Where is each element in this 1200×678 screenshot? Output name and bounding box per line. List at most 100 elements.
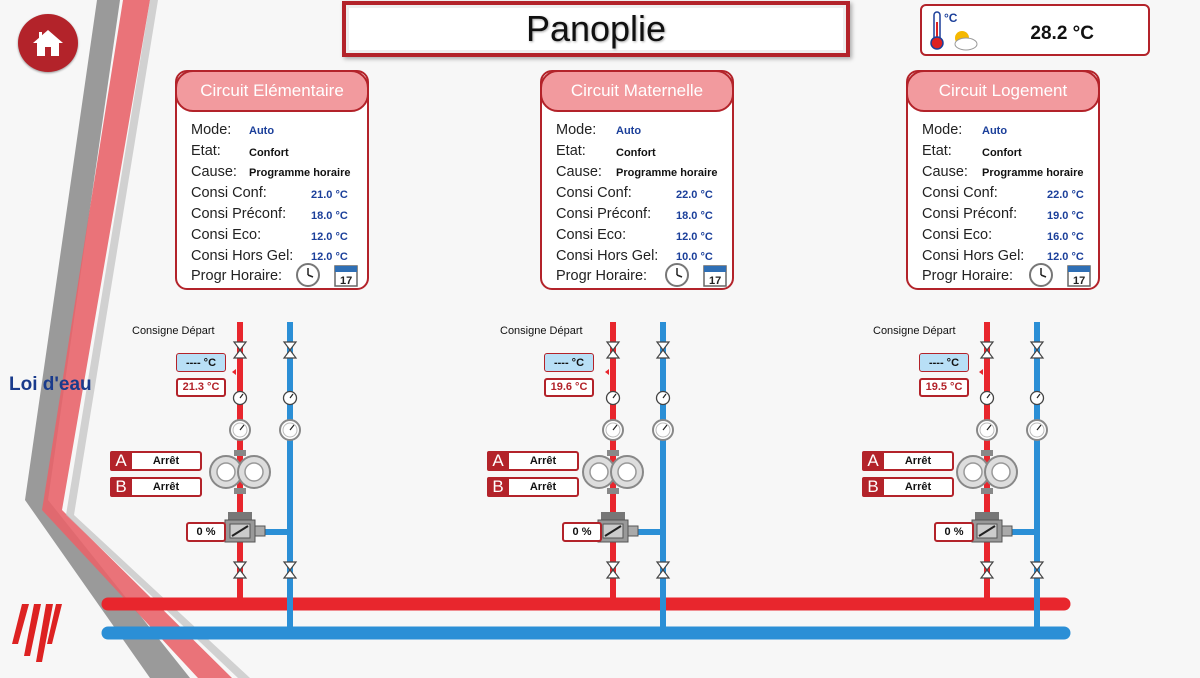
page-title: Panoplie	[525, 8, 667, 49]
pump-b-status: Arrêt	[904, 481, 932, 493]
consigne-depart-input[interactable]: ---- °C	[919, 353, 969, 372]
consi-preconf-value[interactable]: 18.0 °C	[676, 210, 713, 222]
mode-value[interactable]: Auto	[982, 125, 1008, 137]
cause-value: Programme horaire	[616, 167, 718, 179]
progr-horaire-label: Progr Horaire:	[191, 268, 283, 284]
svg-text:17: 17	[1073, 275, 1085, 287]
outdoor-temperature-widget: °C 28.2 °C	[920, 4, 1150, 56]
consi-hors-gel-label: Consi Hors Gel:	[922, 248, 1025, 264]
pump-a-button[interactable]: A Arrêt	[487, 451, 579, 471]
consigne-depart-label: Consigne Départ	[500, 325, 583, 337]
mode-label: Mode:	[556, 122, 597, 138]
consi-conf-label: Consi Conf:	[191, 185, 267, 201]
consi-eco-value[interactable]: 12.0 °C	[676, 231, 713, 243]
svg-text:17: 17	[340, 275, 352, 287]
clock-icon[interactable]	[295, 262, 321, 288]
calendar-icon[interactable]: 17	[333, 262, 359, 288]
pump-b-button[interactable]: B Arrêt	[862, 477, 954, 497]
page-title-box: Panoplie	[342, 1, 850, 57]
consi-eco-label: Consi Eco:	[556, 227, 627, 243]
consi-hors-gel-value[interactable]: 10.0 °C	[676, 251, 713, 263]
pump-a-button[interactable]: A Arrêt	[862, 451, 954, 471]
consi-conf-label: Consi Conf:	[556, 185, 632, 201]
consi-eco-value[interactable]: 12.0 °C	[311, 231, 348, 243]
mode-value[interactable]: Auto	[249, 125, 275, 137]
etat-label: Etat:	[556, 143, 586, 159]
cause-label: Cause:	[922, 164, 968, 180]
cause-value: Programme horaire	[982, 167, 1084, 179]
consigne-depart-input[interactable]: ---- °C	[176, 353, 226, 372]
pump-b-status: Arrêt	[529, 481, 557, 493]
mode-label: Mode:	[922, 122, 963, 138]
home-icon	[33, 30, 63, 56]
pump-a-status: Arrêt	[904, 455, 932, 467]
etat-value: Confort	[616, 147, 656, 159]
loi-deau-link[interactable]: Loi d'eau	[9, 374, 92, 395]
calendar-icon[interactable]: 17	[702, 262, 728, 288]
consi-hors-gel-label: Consi Hors Gel:	[556, 248, 659, 264]
circuit-title: Circuit Maternelle	[540, 70, 734, 112]
svg-text:°C: °C	[944, 11, 958, 25]
cause-label: Cause:	[191, 164, 237, 180]
calendar-icon[interactable]: 17	[1066, 262, 1092, 288]
clock-icon[interactable]	[1028, 262, 1054, 288]
consi-conf-value[interactable]: 21.0 °C	[311, 189, 348, 201]
valve-position[interactable]: 0 %	[562, 522, 602, 542]
outdoor-temperature-value: 28.2 °C	[1030, 23, 1094, 44]
pump-b-letter: B	[862, 477, 884, 497]
circuit-card-elementaire: Circuit Elémentaire Mode: Auto Etat: Con…	[175, 70, 369, 290]
consi-conf-value[interactable]: 22.0 °C	[1047, 189, 1084, 201]
mode-label: Mode:	[191, 122, 232, 138]
consi-conf-value[interactable]: 22.0 °C	[676, 189, 713, 201]
consi-eco-value[interactable]: 16.0 °C	[1047, 231, 1084, 243]
consigne-depart-input[interactable]: ---- °C	[544, 353, 594, 372]
valve-position[interactable]: 0 %	[186, 522, 226, 542]
pump-a-letter: A	[487, 451, 509, 471]
home-button[interactable]	[18, 14, 78, 72]
circuit-card-logement: Circuit Logement Mode: Auto Etat: Confor…	[906, 70, 1100, 290]
circuit-card-maternelle: Circuit Maternelle Mode: Auto Etat: Conf…	[540, 70, 734, 290]
pump-b-letter: B	[487, 477, 509, 497]
consi-preconf-label: Consi Préconf:	[556, 206, 652, 222]
consi-hors-gel-label: Consi Hors Gel:	[191, 248, 294, 264]
etat-value: Confort	[982, 147, 1022, 159]
pump-b-button[interactable]: B Arrêt	[110, 477, 202, 497]
cause-value: Programme horaire	[249, 167, 351, 179]
consigne-depart-label: Consigne Départ	[132, 325, 215, 337]
svg-text:17: 17	[709, 275, 721, 287]
pump-b-button[interactable]: B Arrêt	[487, 477, 579, 497]
pump-a-status: Arrêt	[529, 455, 557, 467]
consi-preconf-label: Consi Préconf:	[922, 206, 1018, 222]
pump-b-status: Arrêt	[152, 481, 180, 493]
mode-value[interactable]: Auto	[616, 125, 642, 137]
etat-label: Etat:	[191, 143, 221, 159]
valve-position[interactable]: 0 %	[934, 522, 974, 542]
depart-temperature: 21.3 °C	[176, 378, 226, 397]
cause-label: Cause:	[556, 164, 602, 180]
depart-temperature: 19.6 °C	[544, 378, 594, 397]
consi-hors-gel-value[interactable]: 12.0 °C	[311, 251, 348, 263]
thermometer-weather-icon: °C	[930, 11, 978, 51]
pump-a-button[interactable]: A Arrêt	[110, 451, 202, 471]
etat-value: Confort	[249, 147, 289, 159]
consi-hors-gel-value[interactable]: 12.0 °C	[1047, 251, 1084, 263]
pump-a-letter: A	[862, 451, 884, 471]
depart-temperature: 19.5 °C	[919, 378, 969, 397]
pump-a-letter: A	[110, 451, 132, 471]
consi-preconf-label: Consi Préconf:	[191, 206, 287, 222]
clock-icon[interactable]	[664, 262, 690, 288]
consi-conf-label: Consi Conf:	[922, 185, 998, 201]
brand-logo	[12, 604, 62, 662]
circuit-title: Circuit Elémentaire	[175, 70, 369, 112]
consi-preconf-value[interactable]: 19.0 °C	[1047, 210, 1084, 222]
consigne-depart-label: Consigne Départ	[873, 325, 956, 337]
etat-label: Etat:	[922, 143, 952, 159]
pump-a-status: Arrêt	[152, 455, 180, 467]
progr-horaire-label: Progr Horaire:	[556, 268, 648, 284]
circuit-title: Circuit Logement	[906, 70, 1100, 112]
pump-b-letter: B	[110, 477, 132, 497]
consi-eco-label: Consi Eco:	[922, 227, 993, 243]
consi-preconf-value[interactable]: 18.0 °C	[311, 210, 348, 222]
